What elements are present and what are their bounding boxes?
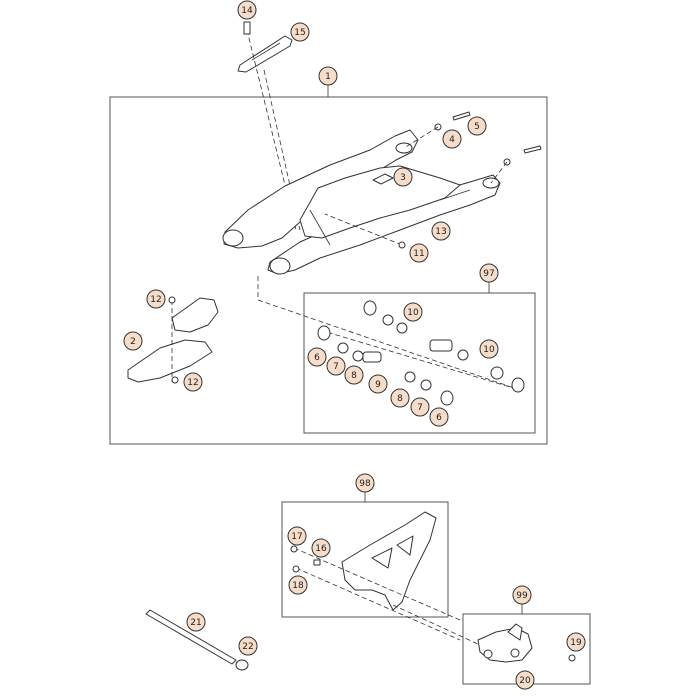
svg-text:18: 18 (292, 581, 304, 591)
callout-5[interactable]: 5 (467, 116, 487, 136)
svg-text:4: 4 (449, 135, 455, 145)
callout-11[interactable]: 11 (409, 243, 429, 263)
callout-99[interactable]: 99 (512, 585, 532, 605)
svg-text:10: 10 (483, 345, 495, 355)
svg-text:6: 6 (436, 413, 442, 423)
svg-text:11: 11 (413, 249, 424, 259)
callout-10-right[interactable]: 10 (479, 339, 499, 359)
callout-6-left[interactable]: 6 (307, 347, 327, 367)
chain-slider-left (127, 296, 219, 384)
svg-text:19: 19 (570, 638, 582, 648)
callout-6-right[interactable]: 6 (429, 407, 449, 427)
callout-9[interactable]: 9 (368, 374, 388, 394)
callout-97[interactable]: 97 (479, 263, 499, 283)
callout-14[interactable]: 14 (237, 0, 257, 20)
callout-10-top[interactable]: 10 (403, 302, 423, 322)
svg-text:12: 12 (150, 295, 161, 305)
chain-guide-99 (477, 623, 576, 663)
callout-17[interactable]: 17 (287, 526, 307, 546)
callout-4[interactable]: 4 (442, 129, 462, 149)
callout-21[interactable]: 21 (186, 612, 206, 632)
callout-22[interactable]: 22 (238, 636, 258, 656)
callout-98[interactable]: 98 (355, 473, 375, 493)
callout-8-right[interactable]: 8 (390, 388, 410, 408)
chain-guide-98 (290, 511, 481, 646)
callout-20[interactable]: 20 (515, 670, 535, 690)
svg-text:20: 20 (519, 676, 531, 686)
callout-3[interactable]: 3 (393, 167, 413, 187)
callout-7-left[interactable]: 7 (326, 356, 346, 376)
callout-19[interactable]: 19 (566, 632, 586, 652)
callout-15[interactable]: 15 (290, 22, 310, 42)
svg-text:9: 9 (375, 380, 381, 390)
svg-text:17: 17 (291, 532, 302, 542)
svg-text:22: 22 (242, 642, 253, 652)
svg-text:13: 13 (435, 227, 446, 237)
svg-text:8: 8 (351, 371, 357, 381)
svg-text:16: 16 (315, 544, 327, 554)
callout-1[interactable]: 1 (318, 66, 338, 86)
svg-text:10: 10 (407, 308, 419, 318)
bearing-set (317, 300, 525, 406)
svg-text:14: 14 (241, 6, 253, 16)
group-box-1 (109, 96, 548, 445)
svg-text:12: 12 (187, 378, 198, 388)
svg-text:8: 8 (397, 394, 403, 404)
svg-text:21: 21 (190, 618, 201, 628)
callout-16[interactable]: 16 (311, 538, 331, 558)
svg-text:3: 3 (400, 173, 406, 183)
callout-12-bottom[interactable]: 12 (183, 372, 203, 392)
group-box-97 (303, 292, 536, 434)
svg-text:7: 7 (333, 362, 339, 372)
svg-text:7: 7 (417, 403, 423, 413)
svg-text:2: 2 (130, 337, 136, 347)
callout-7-right[interactable]: 7 (410, 397, 430, 417)
svg-text:98: 98 (359, 479, 371, 489)
axle-part (145, 609, 249, 671)
bolts-right (403, 111, 542, 184)
svg-text:15: 15 (294, 28, 305, 38)
callout-13[interactable]: 13 (431, 221, 451, 241)
swingarm-part (222, 129, 501, 275)
callout-18[interactable]: 18 (288, 575, 308, 595)
svg-text:97: 97 (483, 269, 494, 279)
svg-text:6: 6 (314, 353, 320, 363)
svg-text:5: 5 (474, 122, 480, 132)
svg-text:1: 1 (325, 72, 331, 82)
callout-2[interactable]: 2 (123, 331, 143, 351)
callout-12-top[interactable]: 12 (146, 289, 166, 309)
svg-text:99: 99 (516, 591, 528, 601)
callout-8-left[interactable]: 8 (344, 365, 364, 385)
